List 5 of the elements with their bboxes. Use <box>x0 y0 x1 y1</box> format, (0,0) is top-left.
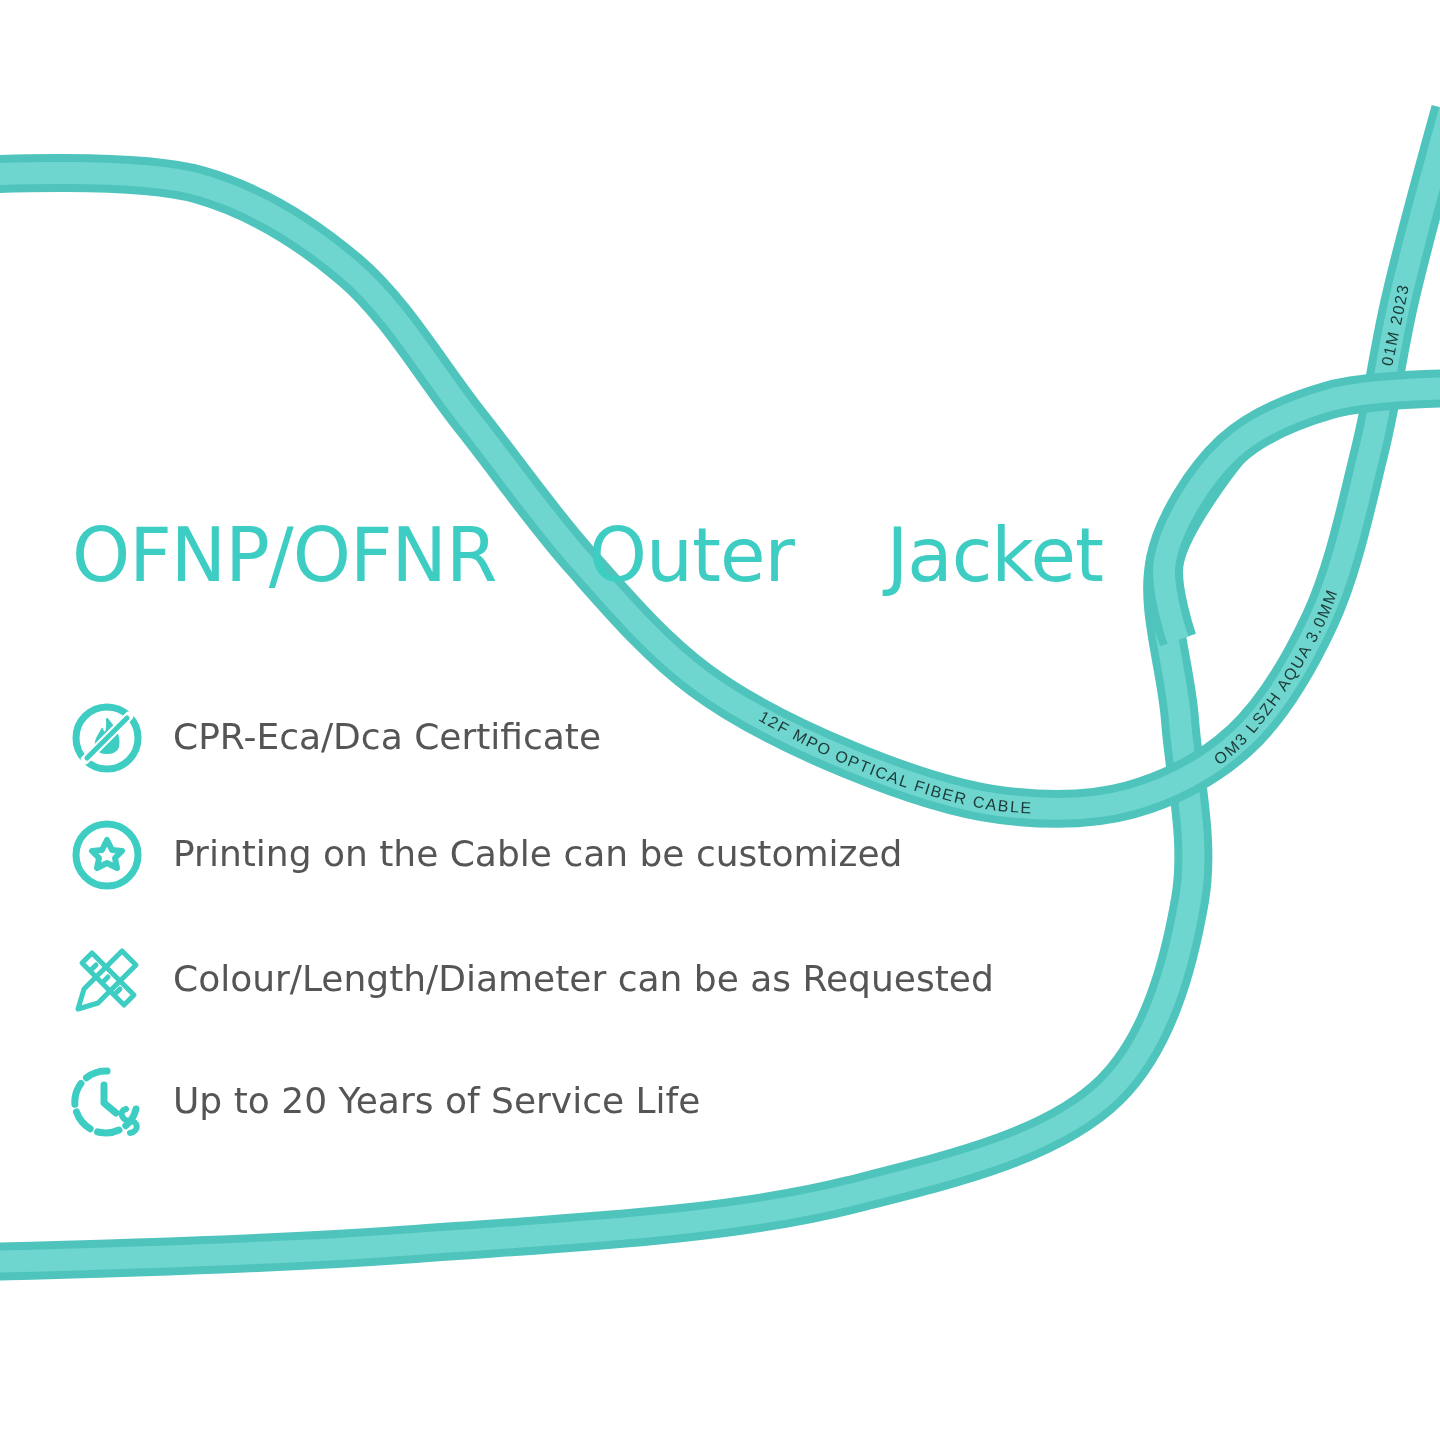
feature-text: CPR-Eca/Dca Certificate <box>173 716 602 757</box>
feature-text: Colour/Length/Diameter can be as Requested <box>173 958 994 999</box>
title: OFNP/OFNR Outer Jacket <box>72 512 1104 598</box>
feature-text: Up to 20 Years of Service Life <box>173 1080 701 1121</box>
feature-text: Printing on the Cable can be customized <box>173 833 903 874</box>
